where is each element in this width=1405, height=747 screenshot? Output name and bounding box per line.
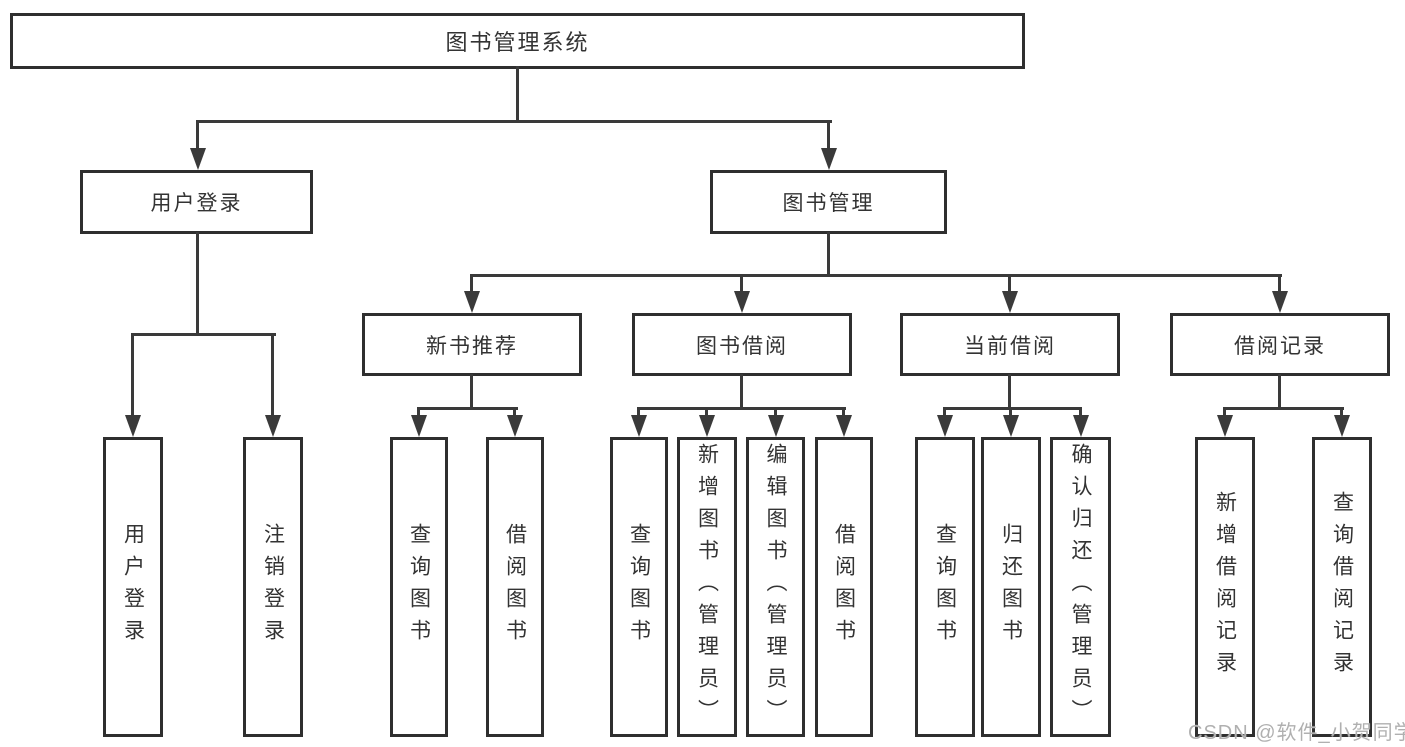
csdn-watermark: CSDN @软件_小贺同学 (1188, 722, 1405, 744)
leaf-borrow-books-borrowing: 借阅图书 (815, 437, 873, 737)
arrow-down-icon (464, 291, 480, 313)
connector-line (827, 232, 830, 277)
node-current-borrowing-label: 当前借阅 (964, 334, 1056, 358)
connector-line (637, 407, 846, 410)
connector-line (196, 232, 199, 336)
leaf-query-books-recommend-label: 查询图书 (407, 523, 431, 651)
connector-line (131, 333, 276, 336)
arrow-down-icon (507, 415, 523, 437)
leaf-add-book-admin-label: 新增图书（管理员） (695, 443, 719, 731)
node-book-management-label: 图书管理 (782, 192, 875, 215)
connector-line (1278, 374, 1281, 410)
connector-line (1009, 407, 1012, 419)
node-current-borrowing: 当前借阅 (900, 313, 1120, 376)
connector-line (417, 407, 420, 419)
connector-line (513, 407, 516, 419)
leaf-edit-book-admin: 编辑图书（管理员） (746, 437, 805, 737)
node-borrowing-records-label: 借阅记录 (1234, 334, 1326, 358)
connector-line (842, 407, 845, 419)
connector-line (1223, 407, 1344, 410)
leaf-add-book-admin: 新增图书（管理员） (677, 437, 737, 737)
arrow-down-icon (411, 415, 427, 437)
connector-line (943, 407, 946, 419)
arrow-down-icon (1334, 415, 1350, 437)
node-root: 图书管理系统 (10, 13, 1025, 69)
node-user-login: 用户登录 (80, 170, 313, 234)
arrow-down-icon (937, 415, 953, 437)
node-root-label: 图书管理系统 (445, 30, 590, 55)
connector-line (131, 333, 134, 417)
leaf-borrow-books-recommend: 借阅图书 (486, 437, 544, 737)
arrow-down-icon (699, 415, 715, 437)
leaf-borrow-books-borrowing-label: 借阅图书 (832, 523, 856, 651)
connector-line (705, 407, 708, 419)
leaf-query-books-recommend: 查询图书 (390, 437, 448, 737)
connector-line (1340, 407, 1343, 419)
connector-line (827, 120, 830, 152)
leaf-query-books-current-label: 查询图书 (933, 523, 957, 651)
leaf-return-book-label: 归还图书 (999, 523, 1023, 651)
connector-line (470, 374, 473, 410)
connector-line (1278, 274, 1281, 298)
arrow-down-icon (734, 291, 750, 313)
connector-line (1008, 274, 1011, 298)
leaf-confirm-return-admin-label: 确认归还（管理员） (1069, 443, 1092, 731)
arrow-down-icon (1003, 415, 1019, 437)
connector-line (774, 407, 777, 419)
connector-line (1223, 407, 1226, 419)
node-book-borrowing: 图书借阅 (632, 313, 852, 376)
connector-line (1079, 407, 1082, 419)
connector-line (196, 120, 199, 152)
leaf-add-borrow-record: 新增借阅记录 (1195, 437, 1255, 737)
leaf-query-books-borrowing: 查询图书 (610, 437, 668, 737)
connector-line (470, 274, 473, 298)
node-user-login-label: 用户登录 (150, 192, 243, 215)
connector-line (740, 374, 743, 410)
node-new-book-recommend: 新书推荐 (362, 313, 582, 376)
arrow-down-icon (190, 148, 206, 170)
arrow-down-icon (1217, 415, 1233, 437)
leaf-add-borrow-record-label: 新增借阅记录 (1213, 491, 1237, 683)
arrow-down-icon (821, 148, 837, 170)
connector-line (1008, 374, 1011, 410)
leaf-user-login: 用户登录 (103, 437, 163, 737)
node-new-book-recommend-label: 新书推荐 (426, 334, 518, 358)
leaf-logout: 注销登录 (243, 437, 303, 737)
node-book-management: 图书管理 (710, 170, 947, 234)
connector-line (740, 274, 743, 298)
leaf-query-books-current: 查询图书 (915, 437, 975, 737)
arrow-down-icon (1272, 291, 1288, 313)
leaf-logout-label: 注销登录 (261, 523, 285, 651)
leaf-return-book: 归还图书 (981, 437, 1041, 737)
arrow-down-icon (1073, 415, 1089, 437)
arrow-down-icon (1002, 291, 1018, 313)
connector-line (943, 407, 1082, 410)
connector-line (196, 120, 832, 123)
connector-line (637, 407, 640, 419)
leaf-user-login-label: 用户登录 (121, 523, 145, 651)
connector-line (470, 274, 1282, 277)
connector-line (271, 333, 274, 417)
leaf-edit-book-admin-label: 编辑图书（管理员） (764, 443, 787, 731)
arrow-down-icon (768, 415, 784, 437)
arrow-down-icon (125, 415, 141, 437)
connector-line (417, 407, 518, 410)
node-borrowing-records: 借阅记录 (1170, 313, 1390, 376)
node-book-borrowing-label: 图书借阅 (696, 334, 788, 358)
arrow-down-icon (631, 415, 647, 437)
connector-line (516, 66, 519, 123)
leaf-query-borrow-record-label: 查询借阅记录 (1330, 491, 1354, 683)
leaf-confirm-return-admin: 确认归还（管理员） (1050, 437, 1111, 737)
leaf-query-borrow-record: 查询借阅记录 (1312, 437, 1372, 737)
arrow-down-icon (836, 415, 852, 437)
leaf-borrow-books-recommend-label: 借阅图书 (503, 523, 527, 651)
arrow-down-icon (265, 415, 281, 437)
leaf-query-books-borrowing-label: 查询图书 (627, 523, 651, 651)
